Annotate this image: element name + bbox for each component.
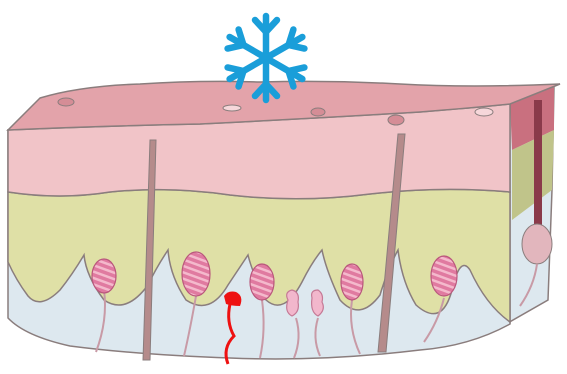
bulb-receptor: [287, 290, 299, 316]
side-hair-bulb: [522, 224, 552, 264]
receptor-corpuscle: [250, 264, 274, 300]
receptor-corpuscle: [182, 252, 210, 296]
bulb-receptor: [312, 290, 324, 316]
receptor-corpuscle: [431, 256, 457, 296]
pore: [223, 105, 241, 111]
pore: [58, 98, 74, 106]
receptor-corpuscle: [92, 259, 116, 293]
snowflake-icon: [224, 16, 308, 100]
receptor-corpuscle: [341, 264, 363, 300]
pore: [388, 115, 404, 125]
pore: [311, 108, 325, 116]
pore: [475, 108, 493, 116]
